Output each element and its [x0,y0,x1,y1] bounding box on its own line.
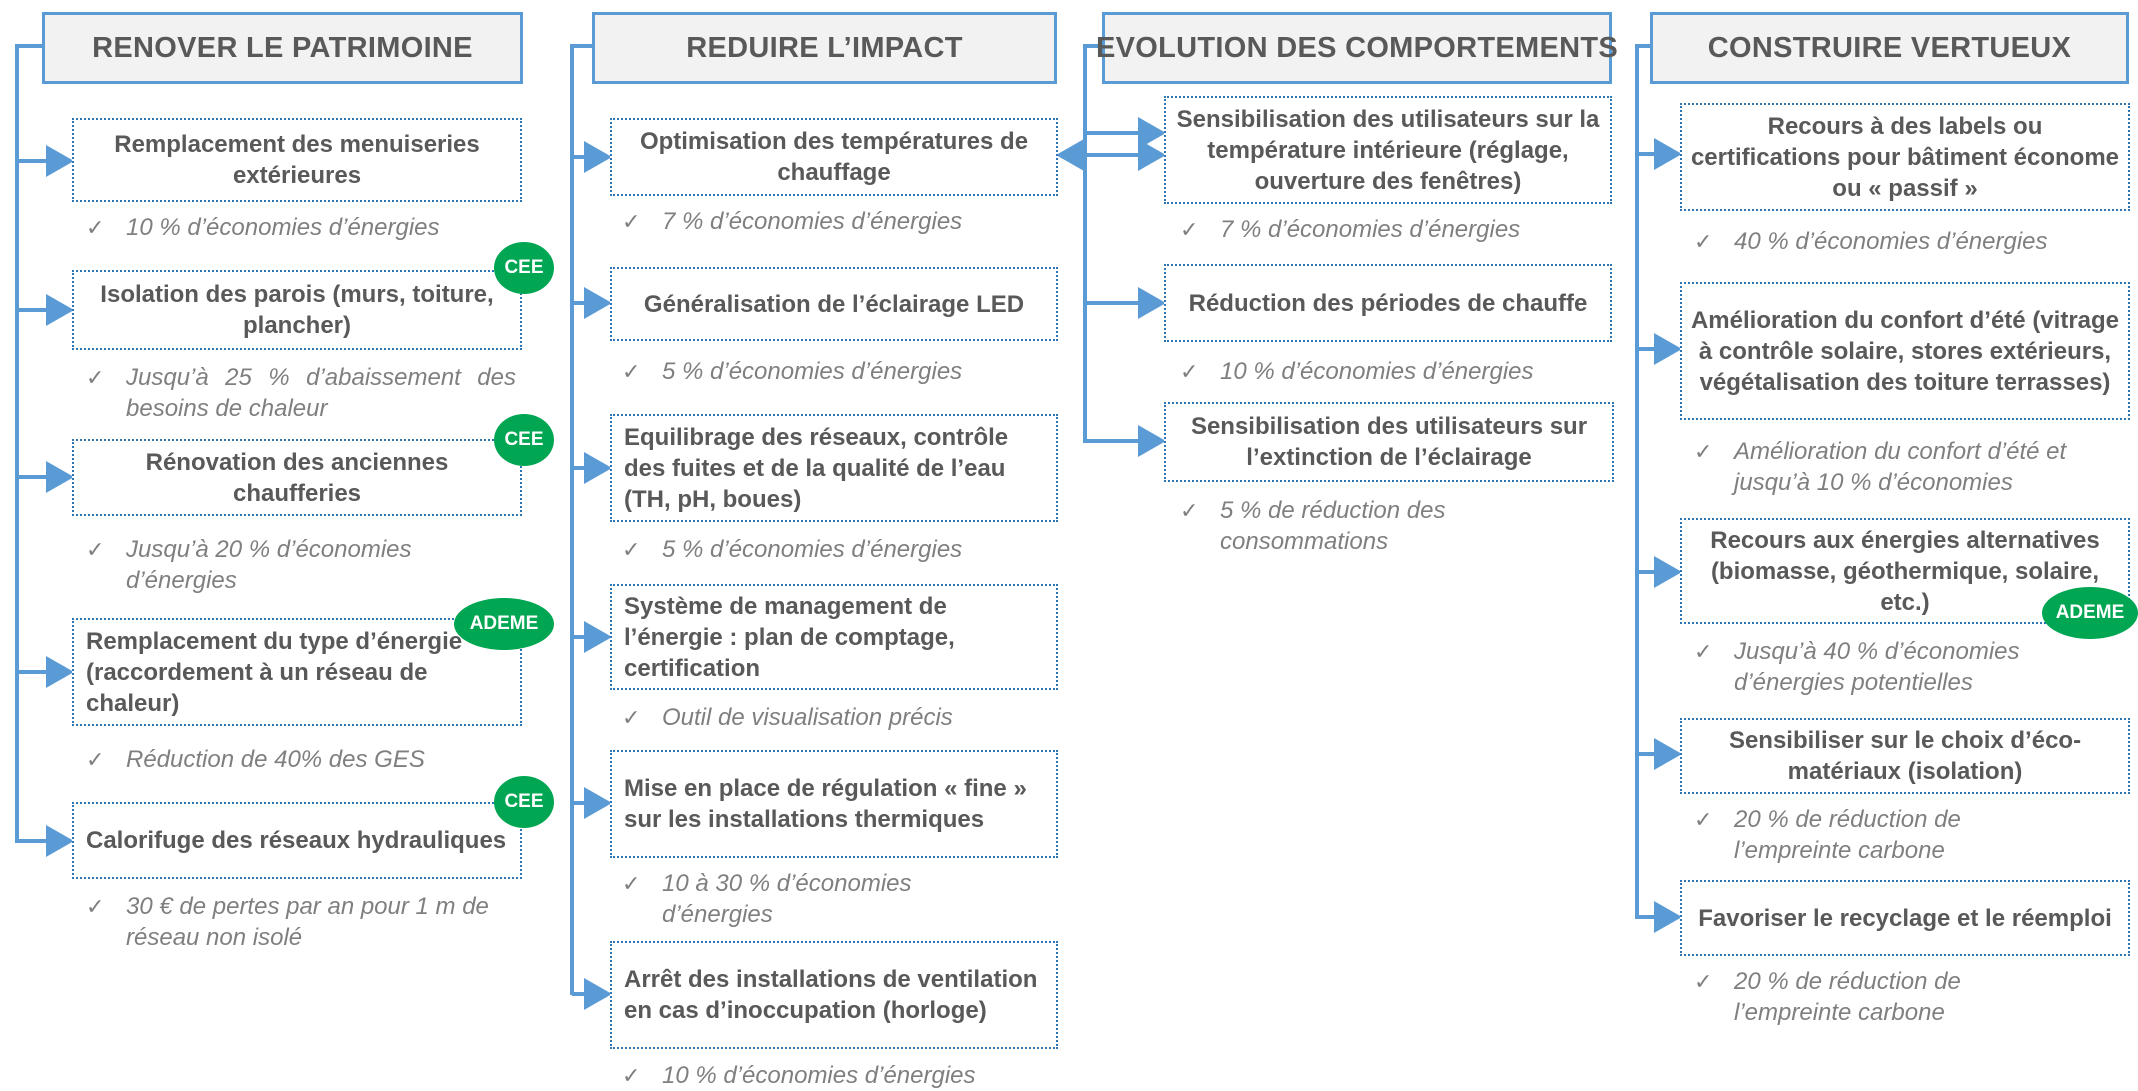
action-note: ✓Amélioration du confort d’été et jusqu’… [1694,438,2067,496]
action-note: ✓Jusqu’à 25 % d’abaissement des besoins … [86,364,516,422]
action-note: ✓5 % d’économies d’énergies [622,358,963,385]
action-box: Sensibiliser sur le choix d’éco-matériau… [1680,718,2130,794]
check-icon: ✓ [86,747,105,772]
check-icon: ✓ [622,705,641,730]
action-box: Sensibilisation des utilisateurs sur l’e… [1164,402,1614,482]
column-header-renover: RENOVER LE PATRIMOINE [42,12,523,84]
action-box: Isolation des parois (murs, toiture, pla… [72,270,522,350]
action-note: ✓5 % de réduction des consommations [1180,497,1446,555]
action-note: ✓10 % d’économies d’énergies [1180,358,1534,385]
action-box: Réduction des périodes de chauffe [1164,264,1612,342]
action-note: ✓20 % de réduction de l’empreinte carbon… [1694,806,1961,864]
action-note: ✓Jusqu’à 40 % d’économies d’énergies pot… [1694,638,2020,696]
check-icon: ✓ [86,215,105,240]
action-box: Optimisation des températures de chauffa… [610,118,1058,196]
column-header-evolution: EVOLUTION DES COMPORTEMENTS [1096,12,1618,84]
ademe-badge: ADEME [2042,587,2138,639]
action-box: Mise en place de régulation « fine » sur… [610,750,1058,858]
action-note: ✓5 % d’économies d’énergies [622,536,963,563]
check-icon: ✓ [1694,639,1713,664]
action-box: Remplacement du type d’énergie (raccorde… [72,618,522,726]
column-header-reduire: REDUIRE L’IMPACT [592,12,1057,84]
action-box: Remplacement des menuiseries extérieures [72,118,522,202]
check-icon: ✓ [622,871,641,896]
check-icon: ✓ [86,537,105,562]
cee-badge: CEE [494,776,554,828]
column-header-construire: CONSTRUIRE VERTUEUX [1650,12,2129,84]
action-note: ✓7 % d’économies d’énergies [1180,216,1521,243]
action-box: Amélioration du confort d’été (vitrage à… [1680,282,2130,420]
check-icon: ✓ [1694,969,1713,994]
action-note: ✓Réduction de 40% des GES [86,746,425,773]
action-note: ✓20 % de réduction de l’empreinte carbon… [1694,968,1961,1026]
ademe-badge: ADEME [454,598,554,650]
check-icon: ✓ [622,209,641,234]
check-icon: ✓ [1694,807,1713,832]
action-box: Sensibilisation des utilisateurs sur la … [1164,96,1612,204]
action-box: Généralisation de l’éclairage LED [610,267,1058,341]
cee-badge: CEE [494,242,554,294]
check-icon: ✓ [1694,439,1713,464]
action-note: ✓Jusqu’à 20 % d’économies d’énergies [86,536,412,594]
check-icon: ✓ [622,1063,641,1088]
action-box: Système de management de l’énergie : pla… [610,584,1058,690]
action-box: Recours aux énergies alternatives (bioma… [1680,518,2130,624]
check-icon: ✓ [622,537,641,562]
check-icon: ✓ [1694,229,1713,254]
action-box: Calorifuge des réseaux hydrauliques [72,802,522,879]
action-box: Arrêt des installations de ventilation e… [610,941,1058,1049]
check-icon: ✓ [86,365,105,390]
check-icon: ✓ [622,359,641,384]
action-note: ✓10 % d’économies d’énergies [622,1062,976,1089]
check-icon: ✓ [1180,498,1199,523]
action-note: ✓10 % d’économies d’énergies [86,214,440,241]
cee-badge: CEE [494,414,554,466]
action-note: ✓7 % d’économies d’énergies [622,208,963,235]
action-note: ✓Outil de visualisation précis [622,704,953,731]
check-icon: ✓ [1180,217,1199,242]
action-box: Rénovation des anciennes chaufferies [72,439,522,516]
check-icon: ✓ [1180,359,1199,384]
action-note: ✓30 € de pertes par an pour 1 m de résea… [86,893,489,951]
action-note: ✓10 à 30 % d’économies d’énergies [622,870,912,928]
action-box: Recours à des labels ou certifications p… [1680,103,2130,211]
action-box: Favoriser le recyclage et le réemploi [1680,880,2130,956]
check-icon: ✓ [86,894,105,919]
action-box: Equilibrage des réseaux, contrôle des fu… [610,414,1058,522]
action-note: ✓40 % d’économies d’énergies [1694,228,2048,255]
